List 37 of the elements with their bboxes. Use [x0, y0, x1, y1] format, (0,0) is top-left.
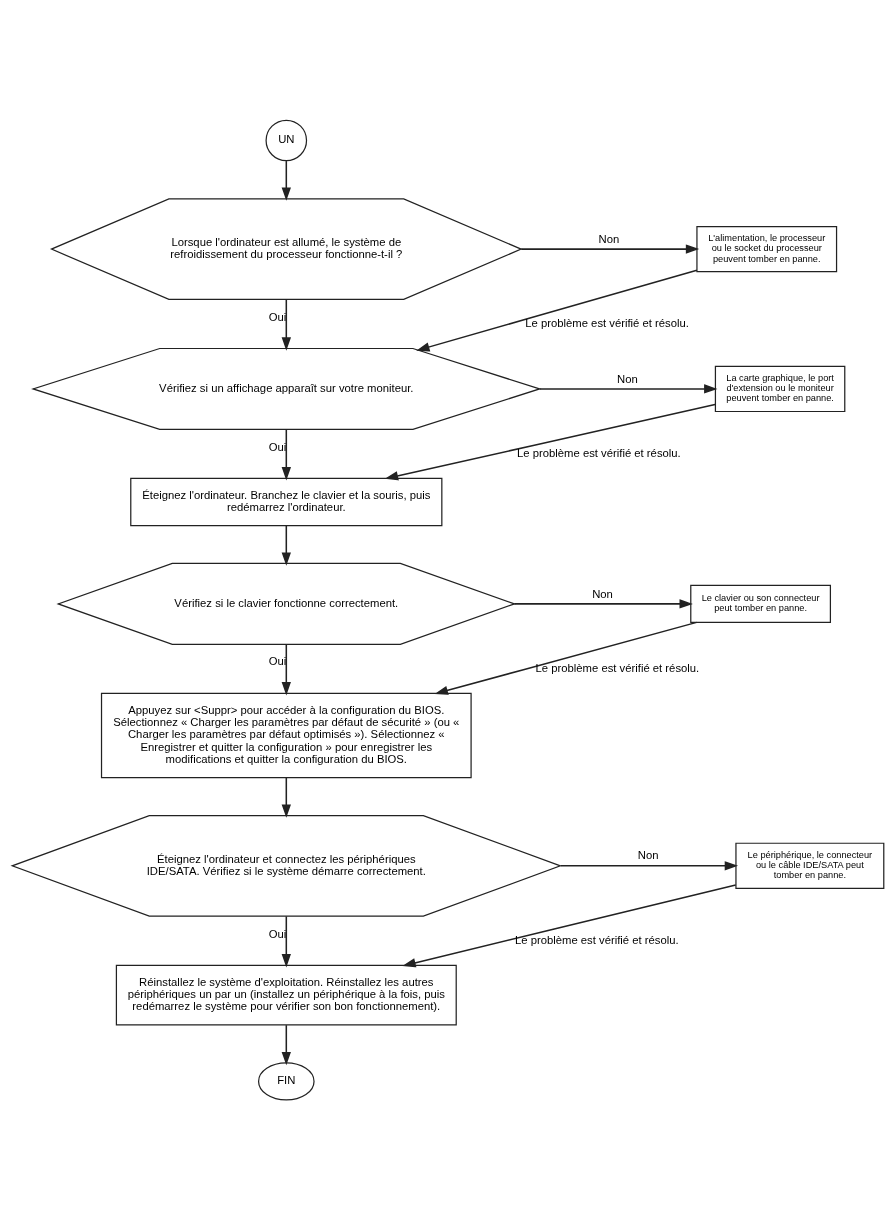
node-circle: UN [265, 119, 308, 162]
arrow [560, 861, 739, 871]
edge-label: Oui [268, 310, 287, 323]
edge-label: Le problème est vérifié et résolu. [515, 933, 679, 946]
arrow [281, 1024, 291, 1066]
node-box: L'alimentation, le processeur ou le socket du processeur peuvent tomber en panne. [696, 225, 838, 273]
edge-label: Non [617, 372, 638, 385]
edge-label: Le problème est vérifié et résolu. [535, 661, 700, 674]
arrow [402, 884, 737, 968]
edge-label: Le problème est vérifié et résolu. [525, 316, 689, 329]
arrow [281, 524, 291, 566]
edge-label: Non [592, 587, 613, 600]
edge-label: Non [637, 849, 659, 862]
arrow [520, 244, 700, 254]
node-box: Éteignez l'ordinateur. Branchez le clavier et la souris, puis redémarrez l'ordinateur. [130, 477, 443, 527]
arrow [416, 269, 698, 352]
edge-label: Oui [268, 655, 287, 668]
arrow [281, 777, 291, 818]
arrow [281, 428, 291, 481]
arrow [538, 384, 718, 394]
arrow [281, 298, 291, 351]
arrow [513, 599, 693, 609]
edge-label: Oui [268, 927, 287, 940]
node-box: Le clavier ou son connecteur peut tomber en panne. [690, 584, 831, 623]
arrow [281, 915, 291, 968]
arrow [384, 403, 716, 481]
node-box: La carte graphique, le port d'extension ou le moniteur peuvent tomber en panne. [714, 365, 846, 413]
arrow [434, 621, 698, 695]
node-box: Le périphérique, le connecteur ou le câble IDE/SATA peut tomber en panne. [735, 842, 885, 890]
node-box: Réinstallez le système d'exploitation. Réinstallez les autres périphériques un par un (installez un périphérique à la fois, puis redémarrez le système pour vérifier son bon fonctionnement). [115, 964, 457, 1026]
edge-label: Non [598, 232, 620, 245]
edge-label: Le problème est vérifié et résolu. [517, 446, 681, 459]
node-box: Appuyez sur <Suppr> pour accéder à la configuration du BIOS. Sélectionnez « Charger les paramètres par défaut de sécurité » (ou « Charger les paramètres par défaut optimisés »). Sélectionnez « Enregistrer et quitter la configuration » pour enregistrer les modifications et quitter la configuration du BIOS. [100, 692, 472, 779]
edge-label: Oui [268, 440, 287, 453]
arrow [281, 643, 291, 696]
node-ellipse: FIN [257, 1062, 315, 1101]
arrow [281, 160, 291, 201]
